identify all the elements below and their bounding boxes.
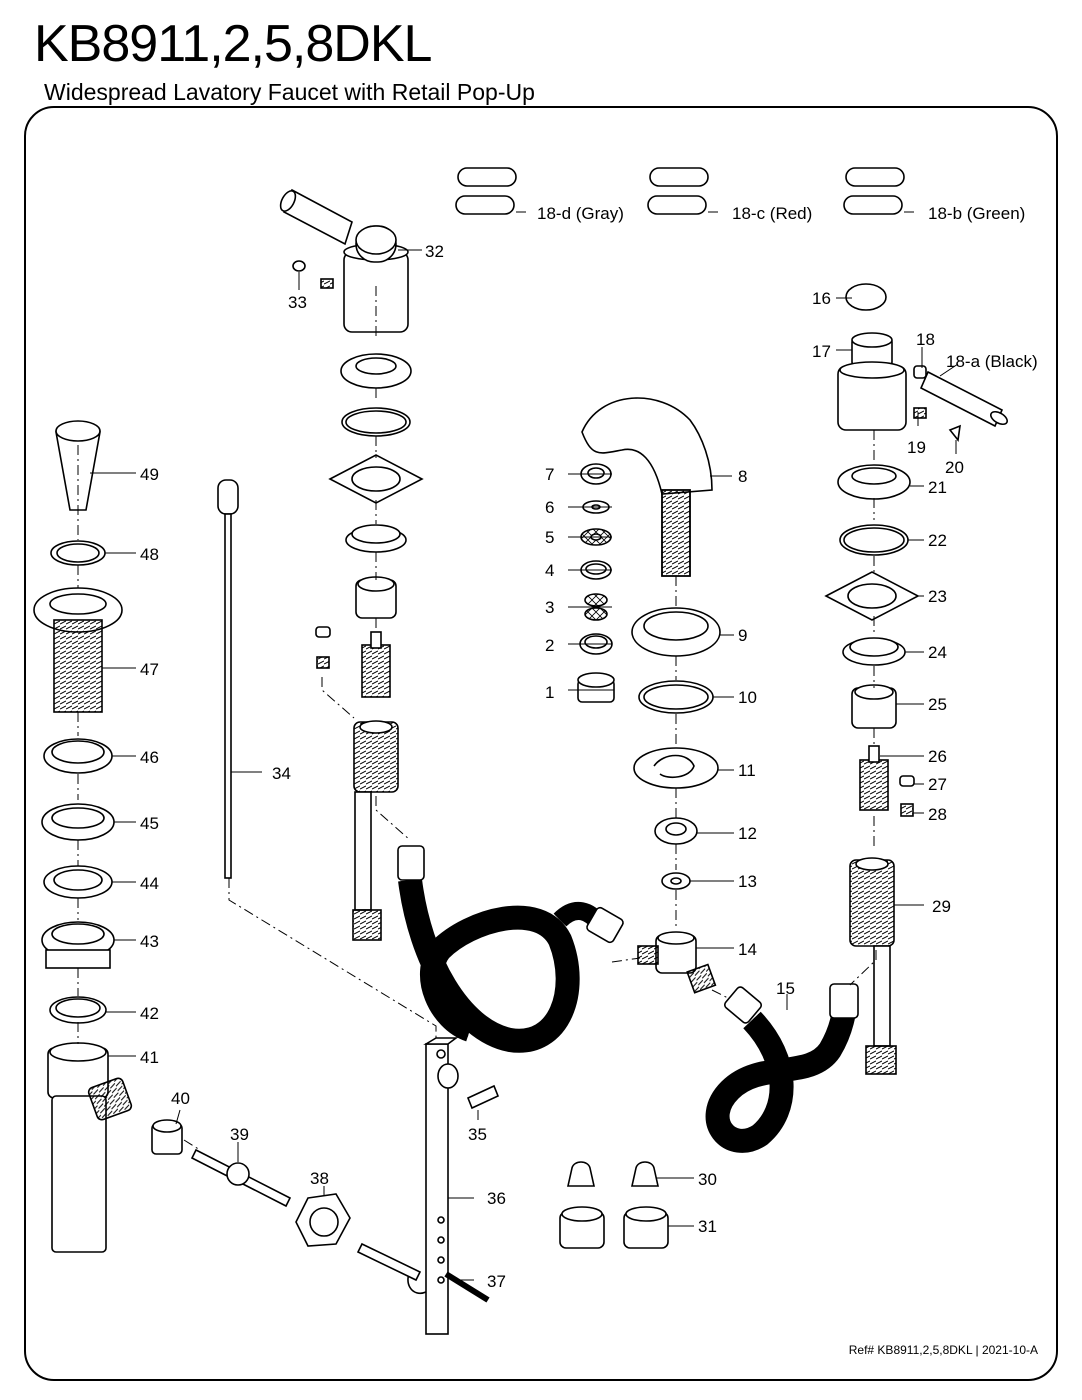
callout-39: 39 bbox=[230, 1125, 249, 1144]
callout-33: 33 bbox=[288, 293, 307, 312]
callout-38: 38 bbox=[310, 1169, 329, 1188]
drain-assembly-parts-41-49 bbox=[33, 420, 133, 1253]
spout-part-8 bbox=[581, 397, 713, 577]
callout-15: 15 bbox=[776, 979, 795, 998]
callout-35: 35 bbox=[468, 1125, 487, 1144]
callout-42: 42 bbox=[140, 1004, 159, 1023]
callout-12: 12 bbox=[738, 824, 757, 843]
callout-18-b: 18-b (Green) bbox=[928, 204, 1025, 223]
supply-hoses-part-15 bbox=[397, 845, 859, 1153]
callout-8: 8 bbox=[738, 467, 747, 486]
callout-16: 16 bbox=[812, 289, 831, 308]
set-screw-part-33 bbox=[292, 260, 334, 289]
callout-17: 17 bbox=[812, 342, 831, 361]
diagram-frame bbox=[24, 106, 1058, 1381]
callout-13: 13 bbox=[738, 872, 757, 891]
right-valve-stack bbox=[824, 464, 920, 1075]
clevis-strap-parts-35-37 bbox=[407, 1037, 500, 1335]
spout-mounting-parts-9-13 bbox=[631, 607, 721, 890]
callout-44: 44 bbox=[140, 874, 159, 893]
callout-47: 47 bbox=[140, 660, 159, 679]
callout-25: 25 bbox=[928, 695, 947, 714]
callout-leader-lines bbox=[90, 211, 959, 1281]
callout-4: 4 bbox=[545, 561, 554, 580]
diagram-subtitle: Widespread Lavatory Faucet with Retail P… bbox=[44, 79, 535, 105]
tee-part-14 bbox=[637, 931, 717, 994]
callout-22: 22 bbox=[928, 531, 947, 550]
callout-14: 14 bbox=[738, 940, 757, 959]
callout-48: 48 bbox=[140, 545, 159, 564]
callout-20: 20 bbox=[945, 458, 964, 477]
callout-40: 40 bbox=[171, 1089, 190, 1108]
callout-23: 23 bbox=[928, 587, 947, 606]
callout-5: 5 bbox=[545, 528, 554, 547]
diagram-title: KB8911,2,5,8DKL bbox=[34, 15, 432, 73]
callout-labels: 1 2 3 4 5 6 7 8 9 10 11 12 13 14 15 16 1… bbox=[140, 204, 1038, 1291]
callout-26: 26 bbox=[928, 747, 947, 766]
handle-insert-sets-18-bcd bbox=[455, 167, 905, 215]
callout-18-d: 18-d (Gray) bbox=[537, 204, 624, 223]
callout-7: 7 bbox=[545, 465, 554, 484]
callout-18-a: 18-a (Black) bbox=[946, 352, 1038, 371]
callout-24: 24 bbox=[928, 643, 947, 662]
callout-1: 1 bbox=[545, 683, 554, 702]
callout-30: 30 bbox=[698, 1170, 717, 1189]
callout-6: 6 bbox=[545, 498, 554, 517]
callout-43: 43 bbox=[140, 932, 159, 951]
callout-49: 49 bbox=[140, 465, 159, 484]
callout-46: 46 bbox=[140, 748, 159, 767]
reference-number: Ref# KB8911,2,5,8DKL | 2021-10-A bbox=[848, 1343, 1038, 1357]
callout-18: 18 bbox=[916, 330, 935, 349]
compression-fittings-30-31 bbox=[559, 1161, 669, 1249]
callout-41: 41 bbox=[140, 1048, 159, 1067]
callout-29: 29 bbox=[932, 897, 951, 916]
aerator-parts-1-7 bbox=[577, 463, 615, 703]
callout-11: 11 bbox=[738, 761, 756, 780]
lift-rod-part-34 bbox=[217, 479, 239, 879]
callout-28: 28 bbox=[928, 805, 947, 824]
callout-45: 45 bbox=[140, 814, 159, 833]
callout-18-c: 18-c (Red) bbox=[732, 204, 812, 223]
callout-37: 37 bbox=[487, 1272, 506, 1291]
callout-2: 2 bbox=[545, 636, 554, 655]
callout-27: 27 bbox=[928, 775, 947, 794]
callout-9: 9 bbox=[738, 626, 747, 645]
right-handle-parts-16-20 bbox=[837, 283, 1008, 442]
callout-34: 34 bbox=[272, 764, 291, 783]
callout-21: 21 bbox=[928, 478, 947, 497]
callout-10: 10 bbox=[738, 688, 757, 707]
pivot-rod-parts-38-40 bbox=[151, 1119, 422, 1282]
left-valve-stack bbox=[315, 353, 424, 941]
callout-32: 32 bbox=[425, 242, 444, 261]
assembly-guide-lines bbox=[77, 286, 877, 1151]
callout-19: 19 bbox=[907, 438, 926, 457]
callout-3: 3 bbox=[545, 598, 554, 617]
callout-31: 31 bbox=[698, 1217, 717, 1236]
callout-36: 36 bbox=[487, 1189, 506, 1208]
